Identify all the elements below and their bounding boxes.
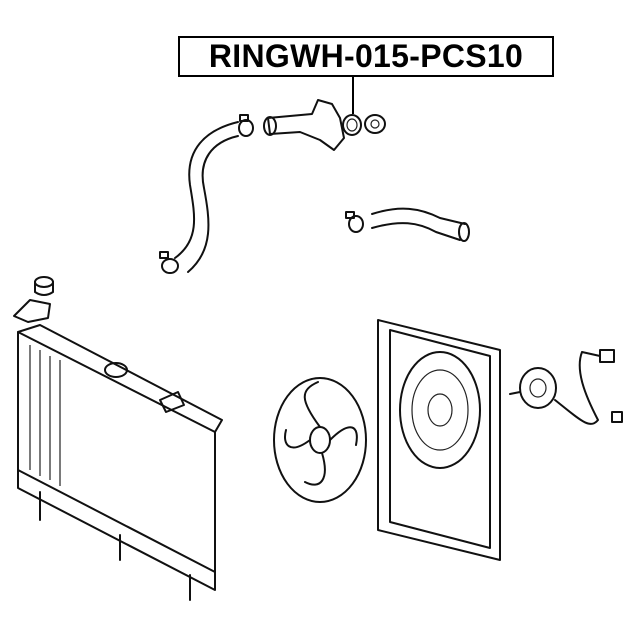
- water-outlet-housing: [263, 99, 345, 151]
- hose-clamp: [345, 211, 364, 233]
- radiator-support-bracket: [13, 299, 51, 323]
- wiring-harness: [554, 349, 623, 425]
- thermostat-part: [364, 114, 386, 134]
- fan-shroud: [377, 319, 501, 561]
- hose-clamp: [238, 114, 254, 137]
- o-ring-part: [342, 114, 362, 136]
- upper-radiator-hose: [174, 121, 239, 273]
- hose-clamp: [159, 251, 179, 274]
- lower-radiator-hose: [371, 207, 466, 241]
- part-number-label: RINGWH-015-PCS10: [178, 36, 554, 77]
- cooling-fan: [273, 377, 367, 503]
- radiator-cap: [34, 276, 54, 296]
- fan-motor: [509, 367, 557, 409]
- radiator: [17, 324, 223, 601]
